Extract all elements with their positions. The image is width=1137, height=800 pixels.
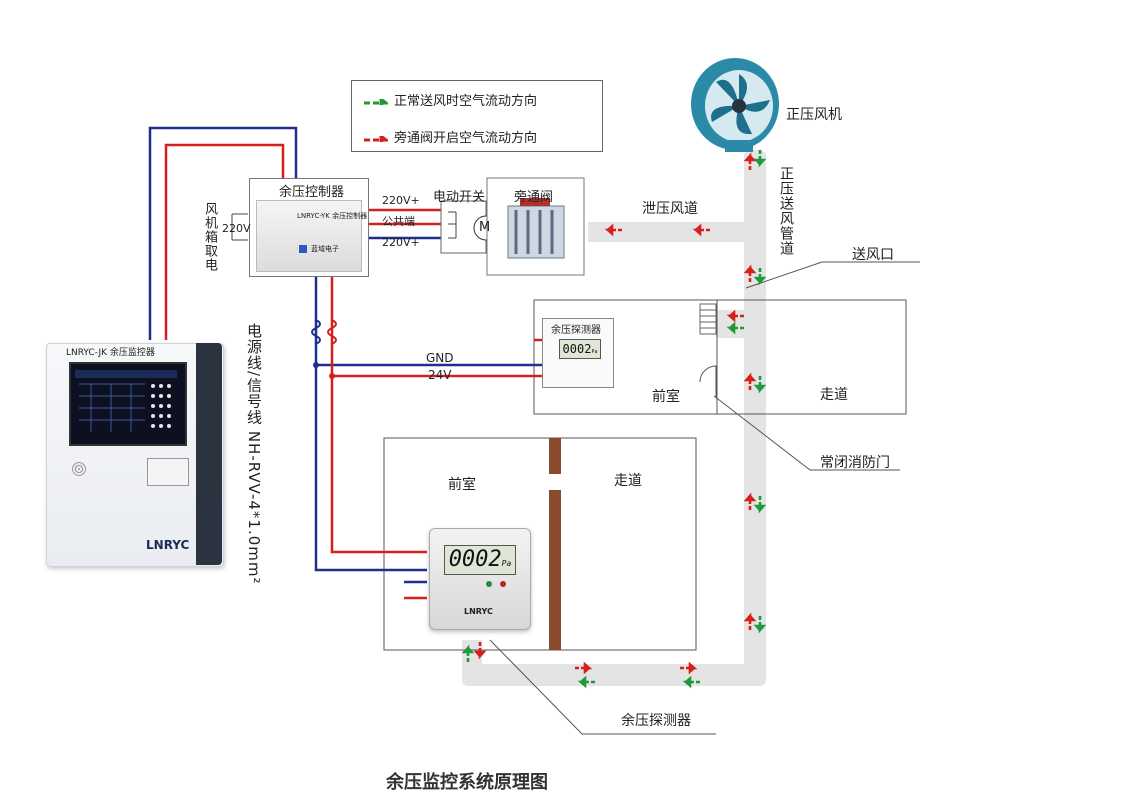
blue-wires: [148, 126, 542, 584]
small-detector-reading: 0002: [562, 342, 592, 356]
red-flow-arrow: [680, 661, 698, 675]
big-detector-unit: Pa: [501, 559, 512, 568]
red-flow-arrow: [743, 492, 757, 510]
relief-duct-label: 泄压风道: [642, 201, 698, 217]
gnd-label: GND: [426, 351, 454, 365]
screen-grid: [75, 370, 177, 432]
lower-room-outline: [383, 437, 697, 651]
panel-model: LNRYC-JK 余压监控器: [66, 348, 155, 358]
monitor-panel-side-strip: [196, 343, 222, 565]
front-room-bottom-label: 前室: [448, 477, 476, 493]
small-detector: 余压探测器 0002Pa: [542, 318, 614, 388]
green-flow-arrow: [682, 675, 700, 689]
green-flow-arrow: [753, 496, 767, 514]
red-flow-arrow: [743, 264, 757, 282]
wire-coil-blue: [311, 319, 321, 345]
vertical-pressure-duct: [744, 150, 766, 685]
big-detector-lcd: 0002Pa: [444, 545, 516, 575]
axial-fan-icon: [691, 58, 779, 152]
red-flow-arrow: [604, 223, 622, 237]
pressure-duct-label: 正压送风管道: [778, 166, 794, 256]
red-flow-arrow: [473, 642, 487, 660]
air-outlet-branch: [716, 310, 766, 338]
panel-brand: LNRYC: [146, 538, 190, 552]
air-outlet-label: 送风口: [852, 247, 894, 263]
status-led-red: [500, 581, 506, 587]
big-detector-reading: 0002: [448, 547, 502, 572]
green-arrow-icon: [364, 98, 388, 105]
controller-brand: 蓝域电子: [311, 245, 339, 253]
switch-contacts: [448, 211, 457, 239]
red-wires: [164, 143, 542, 600]
upper-room-outline: [533, 299, 907, 415]
printer-slot: [147, 458, 189, 486]
legend-normal: 正常送风时空气流动方向: [364, 90, 537, 109]
small-detector-lcd: 0002Pa: [559, 339, 601, 359]
green-flow-arrow: [753, 376, 767, 394]
controller-logo-icon: [299, 245, 307, 253]
corridor-bottom-label: 走道: [614, 473, 642, 489]
power-bracket: [231, 213, 248, 241]
brick-wall-bottom: [549, 490, 561, 650]
big-detector: 0002Pa LNRYC: [429, 528, 531, 630]
green-flow-arrow: [461, 644, 475, 662]
green-flow-arrow: [577, 675, 595, 689]
fire-door-swing: [699, 365, 717, 398]
fan-label: 正压风机: [786, 107, 842, 123]
red-flow-arrow: [692, 223, 710, 237]
v220-plus-1-label: 220V+: [382, 194, 420, 207]
red-flow-arrow: [743, 612, 757, 630]
junction-dot: [329, 373, 335, 379]
corridor-top-label: 走道: [820, 387, 848, 403]
monitor-screen: [69, 362, 187, 446]
wire-coil-red: [327, 319, 337, 345]
cable-label: 电源线/信号线 NH-RVV-4*1.0mm²: [245, 323, 263, 585]
v24-label: 24V: [428, 368, 452, 382]
red-flow-arrow: [575, 661, 593, 675]
red-arrow-icon: [364, 135, 388, 142]
small-detector-unit: Pa: [591, 349, 598, 355]
green-flow-arrow: [726, 321, 744, 335]
flow-arrows: [461, 150, 767, 689]
bypass-valve-actuator: [520, 198, 550, 206]
motor-label: M: [479, 220, 491, 235]
common-label: 公共端: [382, 215, 415, 228]
detector-callout-label: 余压探测器: [621, 713, 691, 729]
red-flow-arrow: [726, 309, 744, 323]
fire-door-label: 常闭消防门: [820, 455, 890, 471]
v220-label: 220V: [222, 222, 251, 235]
leader-lines: [489, 261, 920, 735]
bypass-valve-blades: [514, 210, 554, 254]
junction-dot: [313, 362, 319, 368]
green-flow-arrow: [753, 150, 767, 168]
big-detector-brand: LNRYC: [464, 607, 493, 616]
relief-duct: [588, 222, 766, 242]
legend: 正常送风时空气流动方向 旁通阀开启空气流动方向: [351, 80, 603, 152]
speaker-icon: [72, 462, 86, 476]
controller-title: 余压控制器: [279, 185, 345, 200]
outlet-grille: [699, 303, 717, 335]
legend-normal-label: 正常送风时空气流动方向: [394, 94, 538, 109]
green-flow-arrow: [753, 616, 767, 634]
v220-plus-2-label: 220V+: [382, 236, 420, 249]
red-flow-arrow: [743, 152, 757, 170]
fan-box-power-label: 风机箱取电: [202, 202, 217, 272]
bypass-valve-label: 旁通阀: [514, 190, 554, 205]
small-detector-title: 余压探测器: [551, 325, 601, 336]
red-flow-arrow: [743, 372, 757, 390]
status-led-green: [486, 581, 492, 587]
legend-bypass-label: 旁通阀开启空气流动方向: [394, 131, 538, 146]
controller-device: LNRYC-YK 余压控制器 蓝域电子: [256, 200, 367, 272]
motor-switch-label: 电动开关: [433, 190, 486, 205]
bottom-return-duct: [462, 664, 766, 686]
page-title: 余压监控系统原理图: [386, 772, 548, 793]
front-room-top-label: 前室: [652, 389, 680, 405]
legend-bypass: 旁通阀开启空气流动方向: [364, 127, 537, 146]
green-flow-arrow: [753, 268, 767, 286]
brick-wall-top: [549, 438, 561, 474]
controller-model: LNRYC-YK 余压控制器: [297, 212, 368, 220]
